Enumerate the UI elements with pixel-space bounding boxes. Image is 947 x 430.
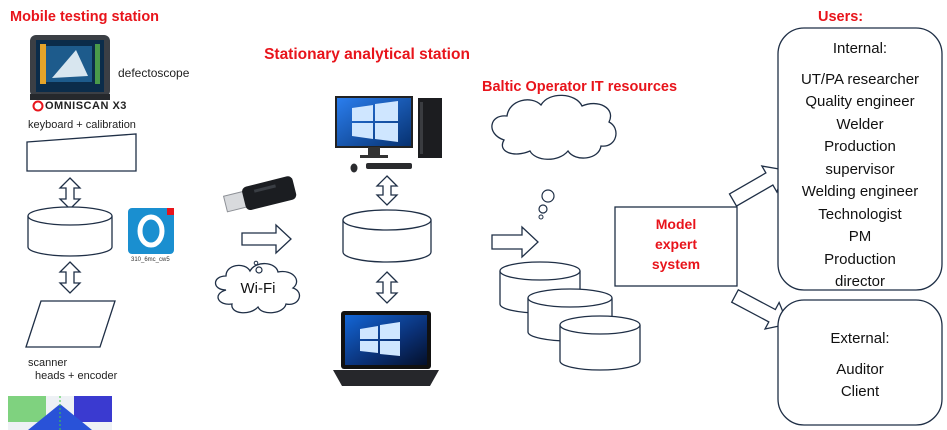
heading-stationary-station: Stationary analytical station: [264, 46, 470, 63]
wifi-cloud: [214, 260, 301, 314]
external-title: External:: [830, 330, 890, 347]
internal-user-item: Welder: [836, 115, 884, 133]
model-expert-system-text: Model expert system: [615, 214, 737, 274]
arrow-usb-to-stationary: [241, 223, 292, 255]
scanner-heads-image: [8, 396, 112, 430]
external-users-list: External: Auditor Client: [778, 328, 942, 404]
internal-user-item: UT/PA researcher: [800, 70, 920, 88]
heading-baltic-it: Baltic Operator IT resources: [482, 79, 678, 95]
mobile-storage-cylinder: [27, 206, 113, 257]
scanner-shape: [25, 300, 116, 348]
keyboard-shape: [26, 133, 137, 172]
defectoscope-label: defectoscope: [118, 66, 190, 80]
omniscan-logo: [32, 100, 44, 112]
internal-users-box: [777, 27, 943, 291]
internal-user-item: director: [834, 273, 886, 290]
omniscan-brand: OMNISCAN X3: [45, 100, 127, 112]
desktop-computer-image: [335, 96, 442, 173]
scanner-heads-label: heads + encoder: [35, 370, 118, 382]
double-arrow-storage-laptop: [375, 271, 399, 304]
heading-users: Users:: [818, 9, 864, 25]
model-line-2: expert: [654, 236, 698, 252]
keyboard-calibration-label: keyboard + calibration: [28, 119, 136, 131]
internal-title: Internal:: [832, 40, 888, 57]
heading-mobile-station: Mobile testing station: [10, 9, 160, 25]
double-arrow-keyboard-storage: [58, 177, 82, 210]
double-arrow-storage-scanner: [58, 261, 82, 294]
external-user-item: Client: [840, 383, 880, 400]
internal-user-item: supervisor: [825, 160, 895, 178]
scanner-label: scanner: [28, 357, 68, 369]
external-user-item: Auditor: [836, 360, 884, 378]
model-line-1: Model: [655, 216, 697, 232]
omniscan-app-icon: [128, 208, 174, 254]
internal-user-item: Technologist: [818, 205, 902, 223]
model-expert-system-box: [614, 206, 738, 287]
model-line-3: system: [651, 256, 701, 272]
usb-stick-image: [222, 176, 297, 213]
baltic-cloud: [491, 94, 617, 220]
wifi-label: Wi-Fi: [240, 280, 276, 297]
arrow-to-external-users: [730, 288, 789, 330]
double-arrow-desktop-storage: [375, 175, 399, 206]
app-icon-caption: 310_6mc_cw5: [131, 257, 170, 263]
stationary-storage-cylinder: [342, 209, 432, 263]
arrow-stationary-to-baltic: [491, 225, 539, 259]
external-users-box: [777, 299, 943, 426]
internal-user-item: Quality engineer: [805, 93, 915, 110]
internal-user-item: Production: [824, 250, 896, 268]
baltic-storage-cylinders: [499, 261, 641, 371]
laptop-image: [333, 311, 439, 386]
internal-user-item: Welding engineer: [801, 183, 919, 200]
internal-user-item: PM: [848, 228, 872, 245]
internal-user-item: Production: [824, 138, 896, 155]
internal-users-list: Internal: UT/PA researcher Quality engin…: [778, 38, 942, 294]
defectoscope-device: [30, 35, 110, 100]
